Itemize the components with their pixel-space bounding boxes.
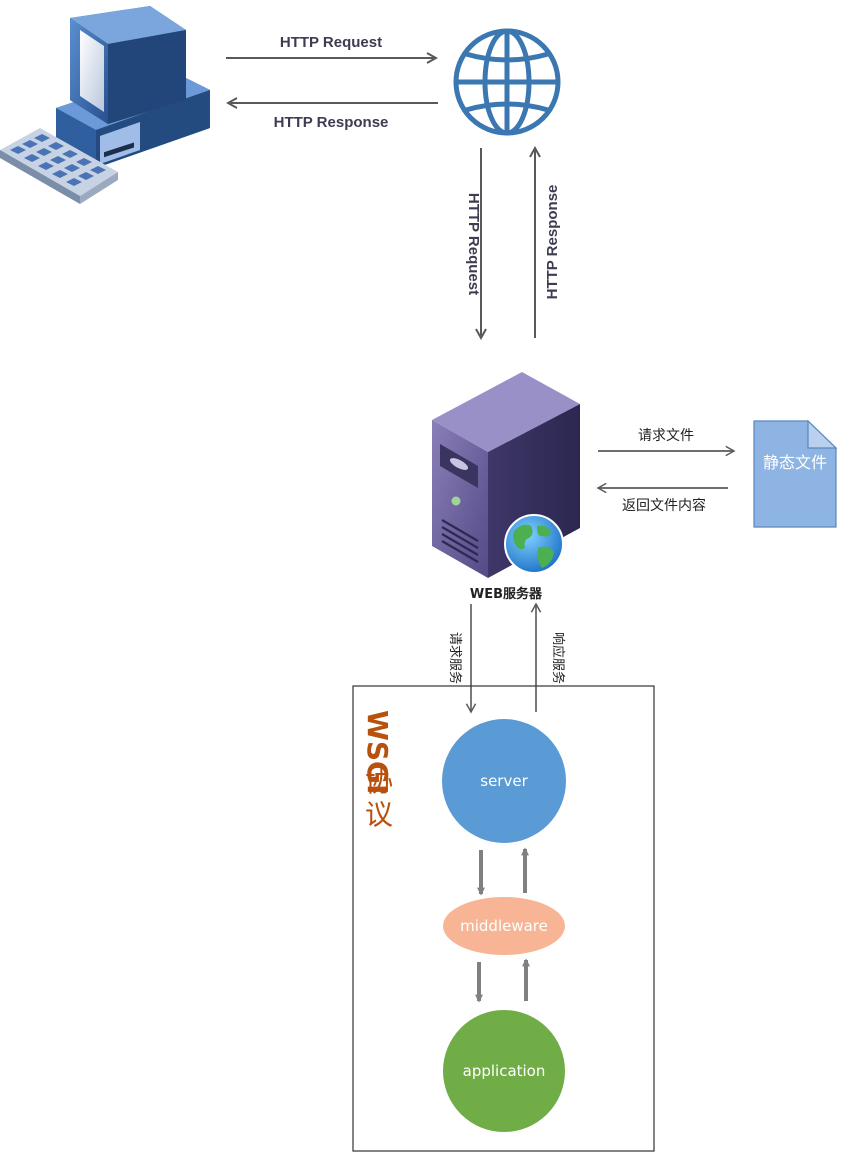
top-response-label: HTTP Response xyxy=(274,114,389,131)
vertical-request-label: HTTP Request xyxy=(465,193,482,295)
return-file-label: 返回文件内容 xyxy=(622,497,706,514)
earth-globe-icon xyxy=(504,514,564,574)
response-service-label: 响应服务 xyxy=(550,632,566,684)
internet-globe-icon xyxy=(453,28,561,136)
middleware-node xyxy=(443,897,565,955)
server-node xyxy=(442,719,566,843)
wsgi-container xyxy=(352,685,655,1152)
top-request-label: HTTP Request xyxy=(280,34,382,51)
static-file-document-icon xyxy=(753,419,838,528)
wsgi-title-char-1: 协 xyxy=(365,765,393,798)
wsgi-title-char-2: 议 xyxy=(365,798,393,831)
web-server-label: WEB服务器 xyxy=(470,586,543,602)
request-service-label: 请求服务 xyxy=(447,632,463,684)
request-file-label: 请求文件 xyxy=(638,428,694,444)
server-node-label: server xyxy=(480,772,528,790)
application-node xyxy=(443,1010,565,1132)
desktop-computer-icon xyxy=(0,6,210,204)
static-file-label: 静态文件 xyxy=(763,453,827,472)
wsgi-title: WSGI xyxy=(361,710,394,794)
application-node-label: application xyxy=(463,1062,546,1080)
middleware-node-label: middleware xyxy=(460,917,548,935)
vertical-response-label: HTTP Response xyxy=(544,185,561,300)
